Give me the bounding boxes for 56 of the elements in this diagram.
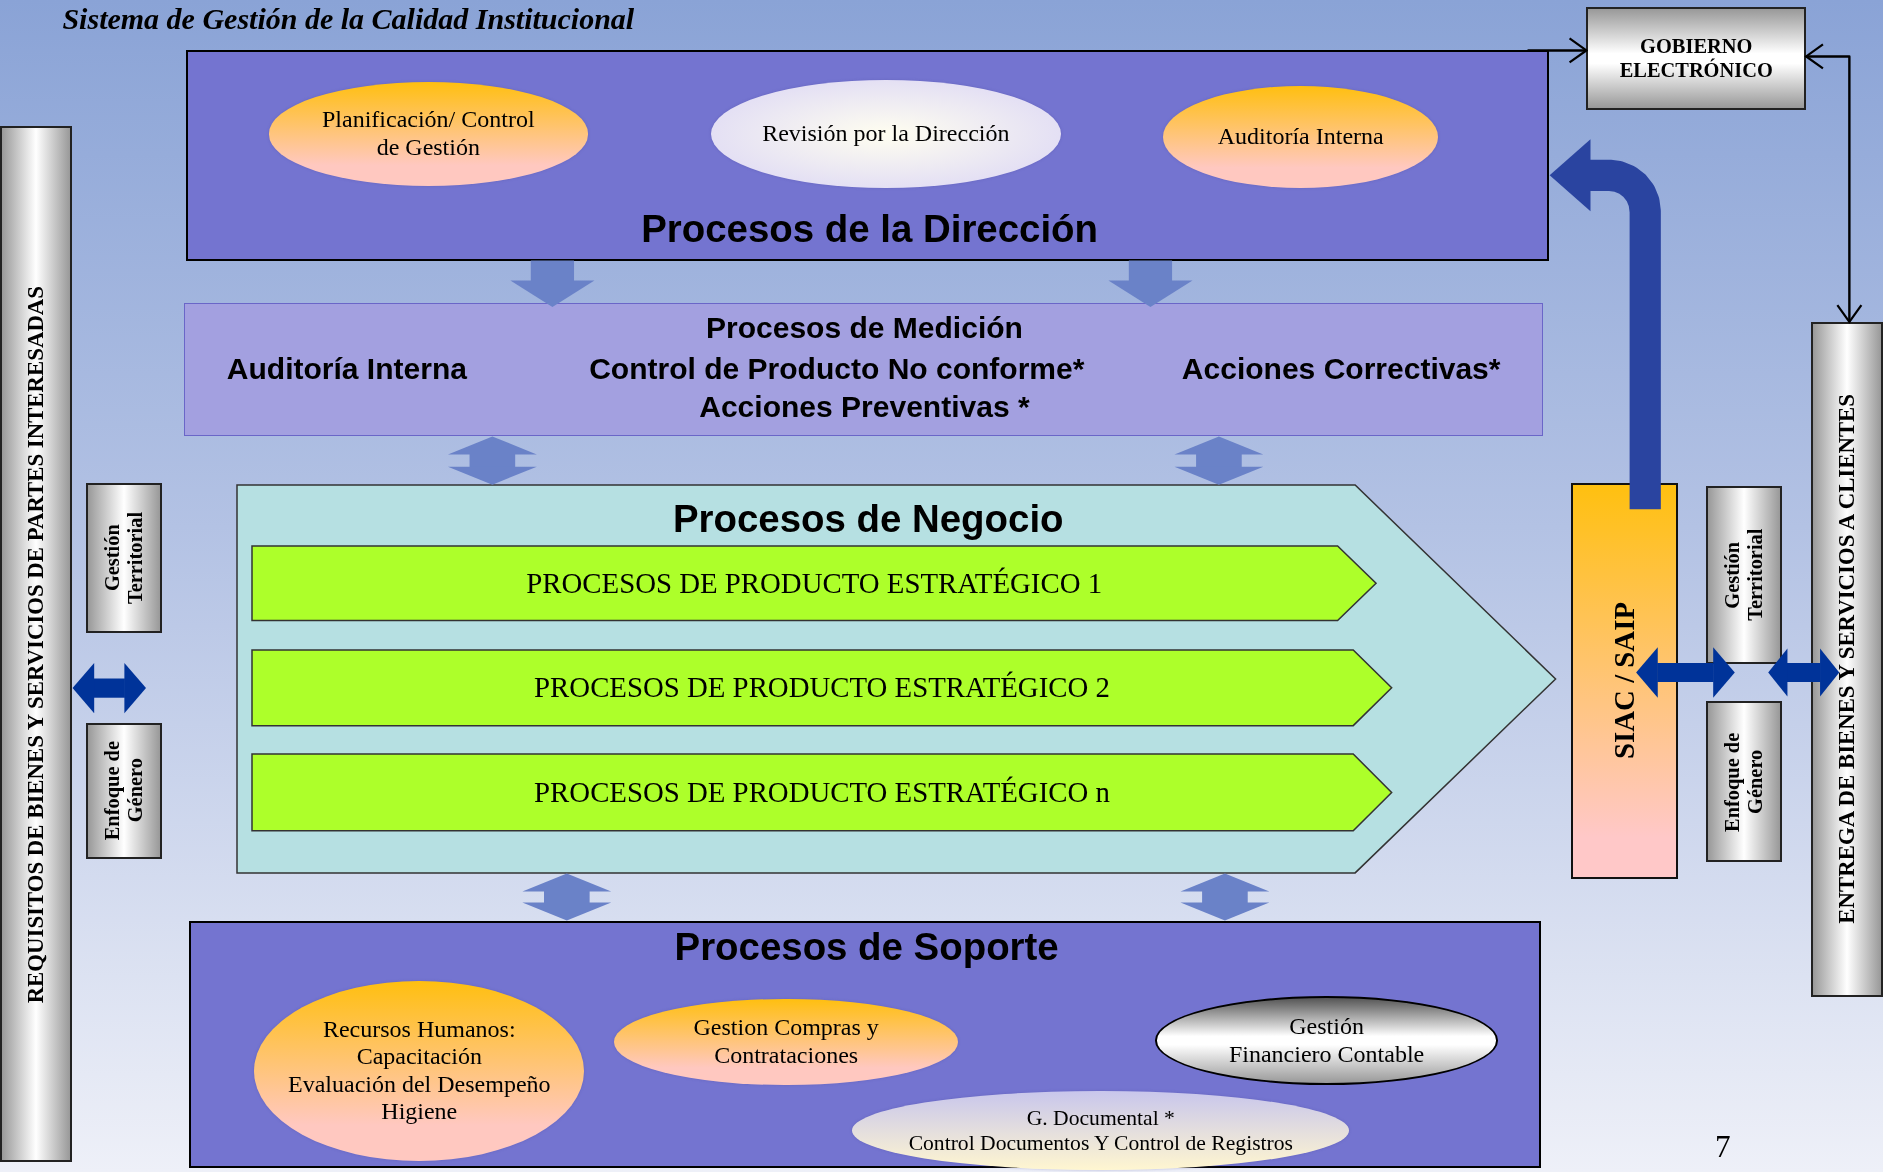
section-heading: Procesos de Negocio (671, 497, 1065, 542)
vertical-label: Enfoque de Género (1720, 731, 1768, 834)
block-arrow (1108, 260, 1193, 307)
block-arrow (447, 436, 537, 485)
process-label: Acciones Correctivas* (1180, 351, 1502, 386)
vertical-label: Gestión Territorial (100, 510, 148, 606)
process-label: Auditoría Interna (1217, 123, 1384, 151)
process-label: Auditoría Interna (225, 351, 468, 386)
side-box (86, 482, 163, 633)
block-arrow (510, 260, 595, 307)
vertical-label: Gestión Territorial (1720, 528, 1768, 624)
section-heading: Procesos de Soporte (673, 925, 1060, 970)
side-bar (1810, 321, 1883, 997)
process-label: PROCESOS DE PRODUCTO ESTRATÉGICO 1 (526, 567, 1103, 601)
block-arrow (72, 662, 146, 714)
process-label: G. Documental * (1026, 1106, 1175, 1131)
process-panel (186, 50, 1550, 261)
vertical-label: ENTREGA DE BIENES Y SERVICIOS A CLIENTES (1833, 394, 1860, 925)
process-label: Gestión (1289, 1013, 1364, 1041)
process-label: Planificación/ Control de Gestión (321, 106, 536, 162)
block-arrow (1174, 436, 1264, 485)
side-box (1706, 701, 1783, 863)
process-box (1570, 482, 1678, 880)
process-label: Recursos Humanos: (322, 1015, 516, 1044)
process-label: Financiero Contable (1228, 1040, 1425, 1069)
section-heading: Procesos de la Dirección (640, 207, 1100, 252)
arrow (1527, 37, 1588, 64)
process-label: PROCESOS DE PRODUCTO ESTRATÉGICO n (534, 776, 1110, 810)
process-label: GOBIERNO ELECTRÓNICO (1618, 35, 1774, 83)
block-arrow (1768, 648, 1840, 697)
process-label: Control de Producto No conforme* (588, 351, 1086, 386)
process-label: Procesos de Medición (704, 310, 1024, 345)
process-label: Control Documentos Y Control de Registros (908, 1130, 1293, 1156)
process-box (1586, 7, 1807, 111)
side-box (86, 722, 163, 859)
side-box (1706, 486, 1783, 665)
process-label: Gestion Compras y Contrataciones (692, 1014, 880, 1070)
block-arrow (1549, 139, 1661, 510)
vertical-label: Enfoque de Género (100, 740, 148, 843)
block-arrow (522, 873, 612, 921)
measurement-band (183, 302, 1544, 436)
process-label: Acciones Preventivas * (698, 390, 1031, 425)
process-label: Revisión por la Dirección (762, 120, 1010, 148)
process-label: Capacitación (356, 1043, 482, 1071)
arrow (1805, 43, 1863, 323)
block-arrow (1636, 647, 1735, 698)
page-number: 7 (1714, 1128, 1731, 1165)
side-bar (0, 126, 73, 1163)
process-label: Evaluación del Desempeño (288, 1070, 551, 1099)
vertical-label: REQUISITOS DE BIENES Y SERVICIOS DE PARTES INTERESADAS (22, 285, 49, 1003)
process-label: Higiene (381, 1098, 458, 1126)
process-panel (188, 921, 1541, 1169)
title: Sistema de Gestión de la Calidad Institucional (62, 2, 635, 36)
block-arrow (1180, 873, 1270, 921)
process-label: PROCESOS DE PRODUCTO ESTRATÉGICO 2 (534, 670, 1110, 705)
vertical-label: SIAC / SAIP (1607, 602, 1641, 760)
